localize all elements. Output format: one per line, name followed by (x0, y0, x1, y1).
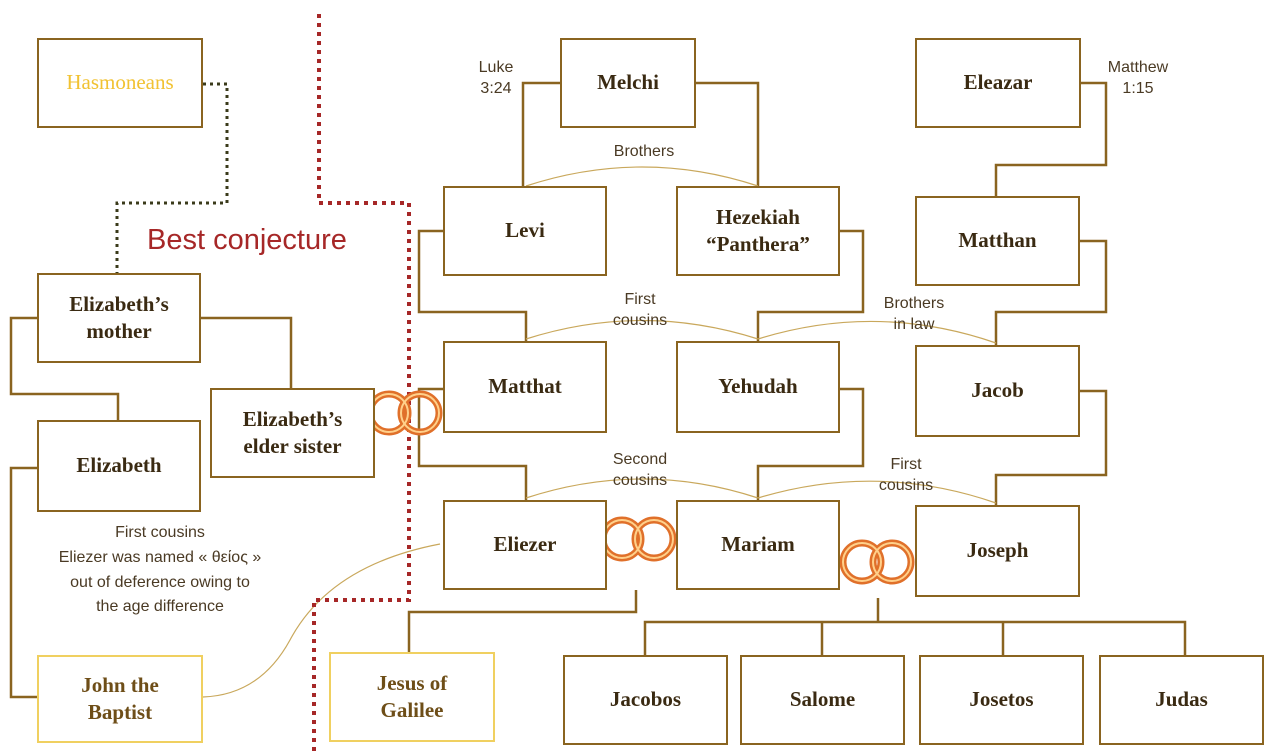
node-joseph: Joseph (915, 505, 1080, 597)
node-elizabeths-elder-sister: Elizabeth’s elder sister (210, 388, 375, 478)
node-matthat: Matthat (443, 341, 607, 433)
node-jacob: Jacob (915, 345, 1080, 437)
ring-icon (599, 516, 677, 562)
node-hezekiah: Hezekiah “Panthera” (676, 186, 840, 276)
note-line: the age difference (96, 598, 224, 616)
matthew-reference: Matthew 1:15 (1107, 59, 1169, 97)
node-jesus-of-galilee: Jesus of Galilee (329, 652, 495, 742)
node-eliezer: Eliezer (443, 500, 607, 590)
node-matthan: Matthan (915, 196, 1080, 286)
node-hasmoneans: Hasmoneans (37, 38, 203, 128)
node-john-the-baptist: John the Baptist (37, 655, 203, 743)
node-melchi: Melchi (560, 38, 696, 128)
note-line: Eliezer was named « θείος » (58, 548, 262, 566)
node-judas: Judas (1099, 655, 1264, 745)
node-yehudah: Yehudah (676, 341, 840, 433)
first-cousins-label-top: First cousins (612, 291, 668, 329)
note-line: First cousins (115, 524, 205, 541)
node-elizabeth: Elizabeth (37, 420, 201, 512)
node-levi: Levi (443, 186, 607, 276)
brothers-label: Brothers (613, 143, 675, 160)
brothers-in-law-label: Brothers in law (883, 295, 945, 333)
node-salome: Salome (740, 655, 905, 745)
ring-icon (839, 539, 915, 585)
node-elizabeths-mother: Elizabeth’s mother (37, 273, 201, 363)
node-jacobos: Jacobos (563, 655, 728, 745)
luke-reference: Luke 3:24 (478, 59, 514, 97)
note-line: out of deference owing to (70, 573, 250, 591)
ring-icon (366, 390, 443, 436)
node-josetos: Josetos (919, 655, 1084, 745)
eliezer-note: First cousins Eliezer was named « θείος … (10, 521, 310, 620)
second-cousins-label: Second cousins (612, 451, 668, 489)
best-conjecture-label: Best conjecture (147, 224, 347, 256)
node-mariam: Mariam (676, 500, 840, 590)
node-eleazar: Eleazar (915, 38, 1081, 128)
first-cousins-label-right: First cousins (878, 456, 934, 494)
